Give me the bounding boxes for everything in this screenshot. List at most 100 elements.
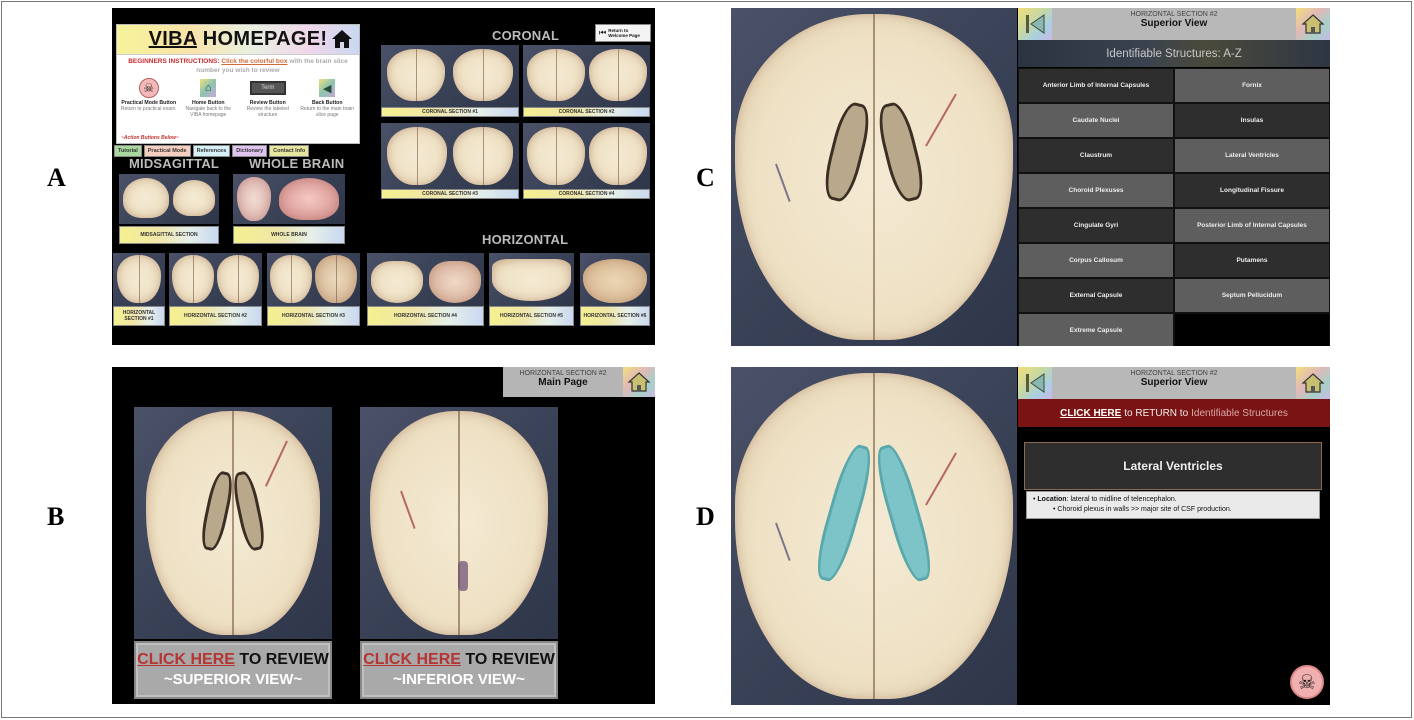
whole-brain-tile[interactable]: WHOLE BRAIN	[233, 174, 345, 244]
structure-button[interactable]: Putamens	[1174, 243, 1330, 278]
structure-button[interactable]: Insulas	[1174, 103, 1330, 138]
structures-sidebar: HORIZONTAL SECTION #2 Superior View Iden…	[1018, 8, 1330, 346]
brain-slice-highlighted-image	[731, 367, 1017, 705]
structure-button[interactable]: Claustrum	[1018, 138, 1174, 173]
viba-homepage-panel: VIBA HOMEPAGE! BEGINNERS INSTRUCTIONS: C…	[112, 8, 655, 345]
section-label: HORIZONTAL SECTION #2	[519, 370, 607, 377]
lateral-ventricle-highlight	[810, 441, 878, 585]
coronal-section-4-tile[interactable]: CORONAL SECTION #4	[523, 123, 650, 199]
legend-back: ◀ Back Button Return to the main brain s…	[298, 77, 356, 118]
legend-review: Term Review Button Review the labeled st…	[239, 77, 297, 118]
horizontal-section-5-tile[interactable]: HORIZONTAL SECTION #5	[489, 253, 574, 326]
home-button[interactable]	[623, 367, 655, 397]
section-label: HORIZONTAL SECTION #2	[1130, 370, 1218, 377]
panel-label-a: A	[47, 163, 66, 192]
panel-label-c: C	[696, 163, 715, 192]
structure-button[interactable]: Cingulate Gyri	[1018, 208, 1174, 243]
coronal-section-3-tile[interactable]: CORONAL SECTION #3	[381, 123, 519, 199]
page-header: HORIZONTAL SECTION #2 Superior View	[1018, 8, 1330, 40]
horizontal-heading: HORIZONTAL	[482, 232, 569, 247]
home-icon: ⌂	[200, 79, 217, 97]
home-icon	[627, 372, 651, 392]
midsagittal-heading: MIDSAGITTAL	[129, 156, 220, 171]
practical-mode-button[interactable]: ☠	[1290, 665, 1324, 699]
structure-detail-panel: HORIZONTAL SECTION #2 Superior View CLIC…	[731, 367, 1330, 705]
back-icon: ◀	[319, 79, 336, 97]
page-title: Superior View	[1140, 18, 1208, 29]
beginner-instructions: BEGINNERS INSTRUCTIONS: Click the colorf…	[128, 58, 348, 74]
tab-tutorial[interactable]: Tutorial	[114, 145, 142, 157]
back-icon	[1026, 373, 1045, 393]
structure-button[interactable]: Caudate Nuclei	[1018, 103, 1174, 138]
horizontal-section-3-tile[interactable]: HORIZONTAL SECTION #3	[267, 253, 360, 326]
home-button[interactable]	[1296, 367, 1330, 399]
home-button[interactable]	[1296, 8, 1330, 40]
structures-grid: Anterior Limb of Internal Capsules Forni…	[1018, 68, 1330, 346]
structure-button[interactable]: Fornix	[1174, 68, 1330, 103]
empty-cell	[1174, 313, 1330, 346]
legend-home: ⌂ Home Button Navigate back to the VIBA …	[179, 77, 237, 118]
page-header: HORIZONTAL SECTION #2 Main Page	[503, 367, 655, 397]
home-icon[interactable]	[331, 29, 353, 55]
page-title: Main Page	[538, 377, 588, 388]
structure-button[interactable]: Anterior Limb of Internal Capsules	[1018, 68, 1174, 103]
identifiable-structures-panel: HORIZONTAL SECTION #2 Superior View Iden…	[731, 8, 1330, 346]
tab-references[interactable]: References	[192, 145, 231, 157]
home-icon	[1301, 373, 1325, 393]
structures-list-title: Identifiable Structures: A-Z	[1018, 40, 1330, 67]
back-button[interactable]	[1018, 8, 1052, 40]
back-button[interactable]	[1018, 367, 1052, 399]
inferior-view-image	[360, 407, 558, 639]
section-label: HORIZONTAL SECTION #2	[1130, 11, 1218, 18]
action-tabs: Tutorial Practical Mode References Dicti…	[114, 145, 310, 157]
structure-button[interactable]: Extreme Capsule	[1018, 313, 1174, 346]
lateral-ventricle-highlight	[870, 441, 938, 585]
structure-description: • Location: lateral to midline of telenc…	[1026, 491, 1320, 519]
home-icon	[1301, 14, 1325, 34]
review-superior-button[interactable]: CLICK HERE TO REVIEW ~SUPERIOR VIEW~	[134, 641, 332, 699]
legend-practical-mode: ☠ Practical Mode Button Return to practi…	[120, 77, 178, 118]
whole-brain-heading: WHOLE BRAIN	[249, 156, 345, 171]
homepage-title: VIBA HOMEPAGE!	[148, 28, 328, 50]
skull-icon: ☠	[138, 78, 159, 98]
structure-button[interactable]: Posterior Limb of Internal Capsules	[1174, 208, 1330, 243]
structure-detail-sidebar: HORIZONTAL SECTION #2 Superior View CLIC…	[1018, 367, 1330, 705]
back-icon	[1026, 14, 1045, 34]
midsagittal-section-tile[interactable]: MIDSAGITTAL SECTION	[119, 174, 219, 244]
coronal-section-1-tile[interactable]: CORONAL SECTION #1	[381, 45, 519, 117]
inferior-view-card[interactable]: CLICK HERE TO REVIEW ~INFERIOR VIEW~	[360, 407, 558, 703]
tab-practical-mode[interactable]: Practical Mode	[143, 145, 191, 157]
rewind-icon: ⏮	[599, 28, 607, 37]
coronal-section-2-tile[interactable]: CORONAL SECTION #2	[523, 45, 650, 117]
structure-button[interactable]: Longitudinal Fissure	[1174, 173, 1330, 208]
superior-view-image	[134, 407, 332, 639]
structure-button[interactable]: Septum Pellucidum	[1174, 278, 1330, 313]
tab-contact-info[interactable]: Contact Info	[269, 145, 310, 157]
main-page-panel: HORIZONTAL SECTION #2 Main Page CLICK HE…	[112, 367, 655, 704]
horizontal-section-1-tile[interactable]: HORIZONTAL SECTION #1	[113, 253, 165, 326]
panel-label-d: D	[696, 502, 715, 531]
page-header: HORIZONTAL SECTION #2 Superior View	[1018, 367, 1330, 399]
structure-title-card: Lateral Ventricles	[1024, 442, 1322, 490]
structure-button[interactable]: Lateral Ventricles	[1174, 138, 1330, 173]
return-to-structures-button[interactable]: CLICK HERE to RETURN to Identifiable Str…	[1018, 399, 1330, 427]
skull-icon: ☠	[1298, 671, 1316, 694]
structure-button[interactable]: External Capsule	[1018, 278, 1174, 313]
term-button-icon: Term	[249, 81, 286, 95]
brain-slice-image	[731, 8, 1017, 346]
review-inferior-button[interactable]: CLICK HERE TO REVIEW ~INFERIOR VIEW~	[360, 641, 558, 699]
coronal-heading: CORONAL	[492, 28, 560, 43]
action-buttons-label: ~Action Buttons Below~	[121, 135, 179, 141]
tab-dictionary[interactable]: Dictionary	[232, 145, 268, 157]
button-legend: ☠ Practical Mode Button Return to practi…	[117, 75, 359, 118]
homepage-title-bar: VIBA HOMEPAGE!	[117, 25, 359, 55]
horizontal-section-6-tile[interactable]: HORIZONTAL SECTION #6	[580, 253, 650, 326]
structure-button[interactable]: Choroid Plexuses	[1018, 173, 1174, 208]
horizontal-section-2-tile[interactable]: HORIZONTAL SECTION #2	[169, 253, 262, 326]
superior-view-card[interactable]: CLICK HERE TO REVIEW ~SUPERIOR VIEW~	[134, 407, 332, 703]
horizontal-section-4-tile[interactable]: HORIZONTAL SECTION #4	[367, 253, 484, 326]
panel-label-b: B	[47, 502, 65, 531]
structure-button[interactable]: Corpus Callosum	[1018, 243, 1174, 278]
